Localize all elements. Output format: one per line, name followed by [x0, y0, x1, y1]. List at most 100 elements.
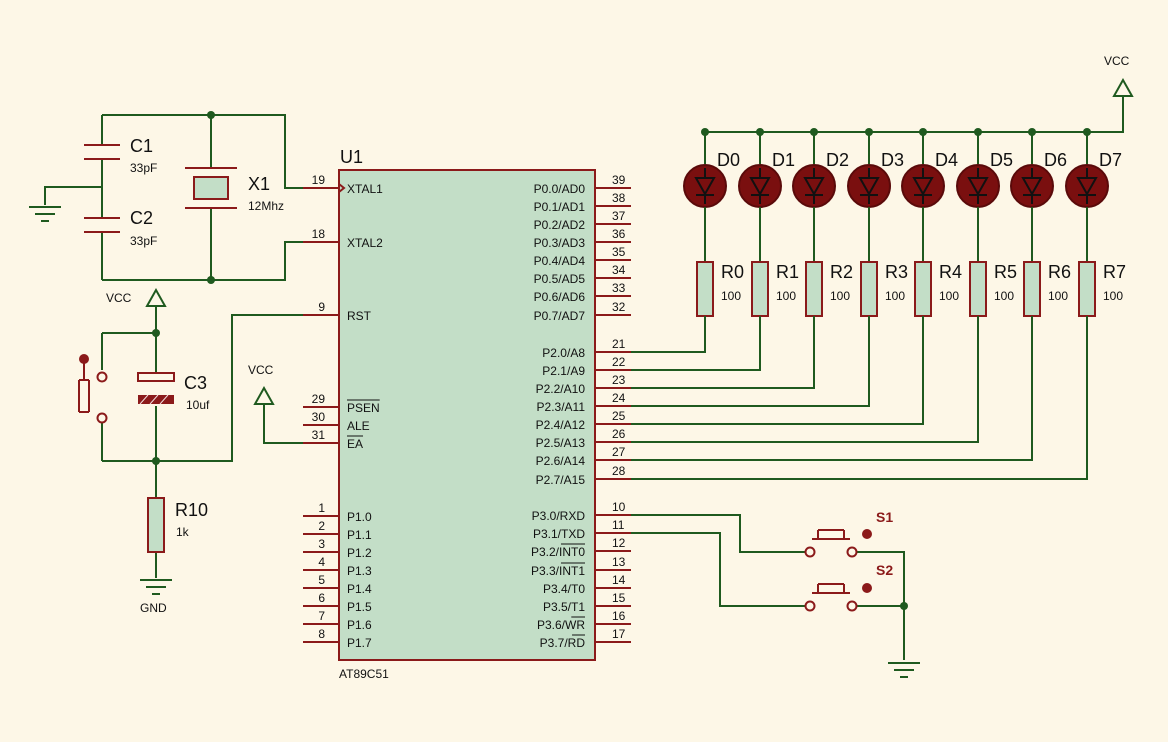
capacitor-c2[interactable] — [84, 217, 120, 233]
junction-dot — [900, 602, 908, 610]
crystal-x1[interactable] — [185, 167, 237, 209]
mcu-pin-p1.0[interactable]: 1P1.0 — [303, 501, 372, 524]
mcu-pin-name: P1.0 — [347, 510, 372, 524]
mcu-pin-number: 14 — [612, 573, 626, 587]
mcu-pin-number: 18 — [312, 227, 326, 241]
p2-wire — [631, 316, 979, 443]
junction-dot — [207, 276, 215, 284]
s2-ref: S2 — [876, 562, 893, 578]
switch-s1[interactable] — [804, 529, 873, 558]
mcu-pin-name: P0.1/AD1 — [534, 200, 586, 214]
resistor-r3[interactable] — [860, 261, 878, 317]
p2-wire — [631, 316, 870, 407]
resistor-r4[interactable] — [914, 261, 932, 317]
capacitor-c3[interactable] — [137, 372, 175, 405]
mcu-pin-name: P1.7 — [347, 636, 372, 650]
resistor-r10[interactable] — [147, 497, 165, 553]
resistor-r6[interactable] — [1023, 261, 1041, 317]
p2-wire — [631, 316, 761, 371]
resistor-value: 100 — [776, 289, 796, 303]
mcu-pin-name: P0.7/AD7 — [534, 309, 586, 323]
mcu-pin-p1.1[interactable]: 2P1.1 — [303, 519, 372, 542]
reset-button[interactable] — [78, 354, 108, 424]
led-label: D1 — [772, 150, 795, 170]
mcu-pin-p1.2[interactable]: 3P1.2 — [303, 537, 372, 560]
led-label: D4 — [935, 150, 958, 170]
mcu-pin-name: P3.0/RXD — [532, 509, 586, 523]
mcu-pin-p1.3[interactable]: 4P1.3 — [303, 555, 372, 578]
p2-wire — [631, 316, 706, 353]
resistor-r7[interactable] — [1078, 261, 1096, 317]
mcu-pin-number: 21 — [612, 337, 626, 351]
resistor-ref: R4 — [939, 262, 962, 282]
switch-circuit: S1 S2 — [631, 509, 920, 678]
capacitor-c1[interactable] — [84, 144, 120, 160]
mcu-pin-name: P3.5/T1 — [543, 600, 585, 614]
mcu-pin-number: 4 — [318, 555, 325, 569]
mcu-pin-p1.5[interactable]: 6P1.5 — [303, 591, 372, 614]
mcu-pin-number: 11 — [612, 518, 625, 532]
mcu-body[interactable] — [338, 169, 596, 661]
junction-dot — [810, 128, 818, 136]
mcu-pin-name: P3.2/INT0 — [531, 545, 585, 559]
mcu-pin-p1.6[interactable]: 7P1.6 — [303, 609, 372, 632]
switch-s2[interactable] — [804, 583, 873, 612]
junction-dot — [865, 128, 873, 136]
led-label: D2 — [826, 150, 849, 170]
mcu-pin-number: 32 — [612, 300, 626, 314]
x1-value: 12Mhz — [248, 199, 284, 213]
mcu-pin-name: P0.4/AD4 — [534, 254, 586, 268]
mcu-pin-number: 12 — [612, 536, 626, 550]
resistor-r2[interactable] — [805, 261, 823, 317]
junction-dot — [1083, 128, 1091, 136]
mcu-pin-number: 15 — [612, 591, 626, 605]
resistor-r0[interactable] — [696, 261, 714, 317]
mcu-pin-name: PSEN — [347, 401, 380, 415]
resistor-r1[interactable] — [751, 261, 769, 317]
resistor-r5[interactable] — [969, 261, 987, 317]
osc-gnd-wire — [44, 186, 102, 205]
mcu-pin-name: P3.7/RD — [540, 636, 586, 650]
mcu-u1[interactable]: U1 AT89C51 19XTAL118XTAL29RST29PSEN30ALE… — [303, 147, 631, 681]
mcu-pin-p1.4[interactable]: 5P1.4 — [303, 573, 372, 596]
mcu-pin-p1.7[interactable]: 8P1.7 — [303, 627, 372, 650]
